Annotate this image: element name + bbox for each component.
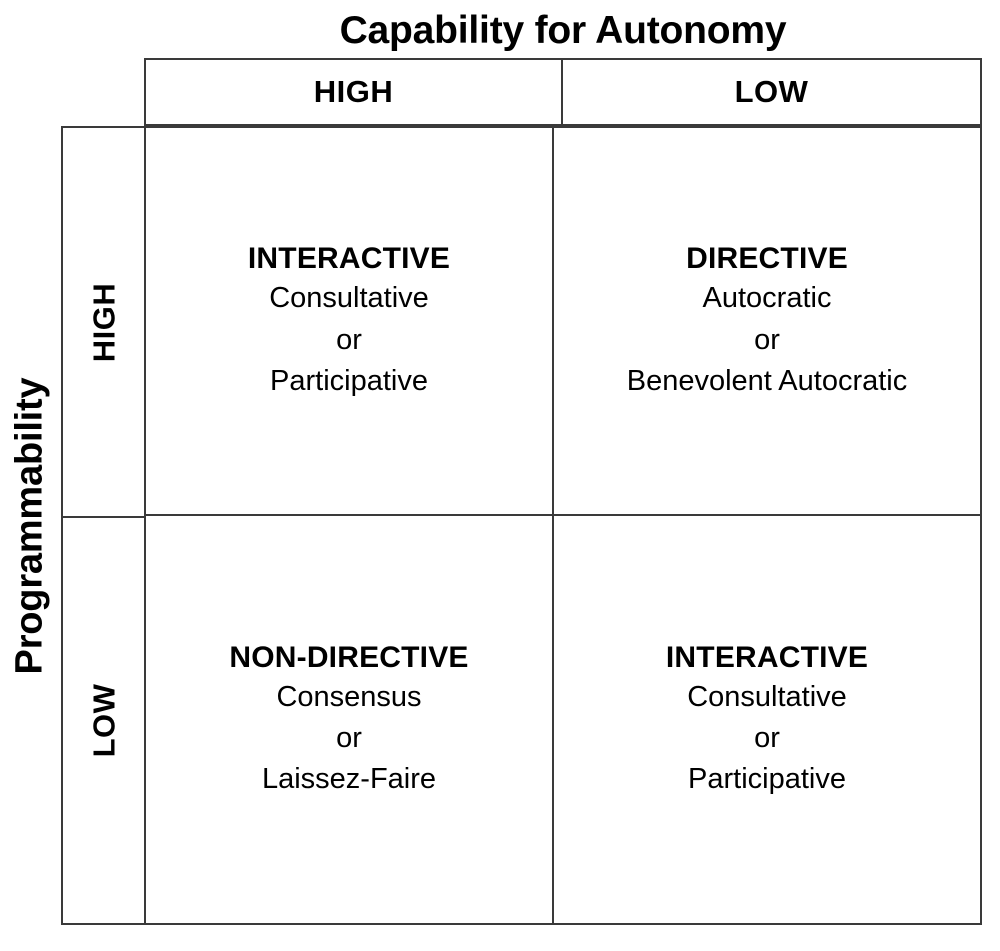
quadrant-bottom-left: NON-DIRECTIVE Consensus or Laissez-Faire — [146, 516, 554, 923]
row-header-column: HIGH LOW — [61, 126, 144, 925]
quadrant-bottom-right: INTERACTIVE Consultative or Participativ… — [554, 516, 980, 923]
quadrant-line-1: Consultative — [269, 282, 429, 315]
quadrant-line-3: Participative — [270, 364, 428, 397]
matrix-body: INTERACTIVE Consultative or Participativ… — [144, 126, 982, 925]
row-header-low-label: LOW — [86, 683, 121, 758]
row-axis-title: Programmability — [8, 377, 50, 674]
quadrant-line-1: Consultative — [687, 680, 847, 713]
quadrant-line-3: Laissez-Faire — [261, 763, 437, 796]
quadrant-line-2: or — [336, 722, 362, 755]
row-header-high-label: HIGH — [86, 282, 121, 362]
quadrant-top-left: INTERACTIVE Consultative or Participativ… — [146, 128, 554, 516]
column-header-low: LOW — [734, 74, 809, 109]
quadrant-title: INTERACTIVE — [665, 640, 869, 674]
row-header-low: LOW — [63, 518, 144, 923]
quadrant-line-2: or — [336, 323, 362, 356]
quadrant-title: INTERACTIVE — [247, 242, 451, 276]
column-axis-title: Capability for Autonomy — [339, 8, 787, 52]
row-header-high: HIGH — [63, 128, 144, 518]
quadrant-title: DIRECTIVE — [686, 242, 848, 276]
quadrant-line-3: Participative — [688, 763, 846, 796]
quadrant-line-2: or — [754, 323, 780, 356]
row-axis-title-container: Programmability — [0, 126, 58, 925]
quadrant-line-1: Autocratic — [702, 282, 832, 315]
quadrant-line-2: or — [754, 722, 780, 755]
column-header-row: HIGH LOW — [144, 58, 982, 126]
quadrant-title: NON-DIRECTIVE — [229, 640, 469, 674]
column-header-high: HIGH — [146, 60, 563, 124]
quadrant-line-3: Benevolent Autocratic — [626, 364, 908, 397]
quadrant-top-right: DIRECTIVE Autocratic or Benevolent Autoc… — [554, 128, 980, 516]
quadrant-line-1: Consensus — [276, 680, 422, 713]
